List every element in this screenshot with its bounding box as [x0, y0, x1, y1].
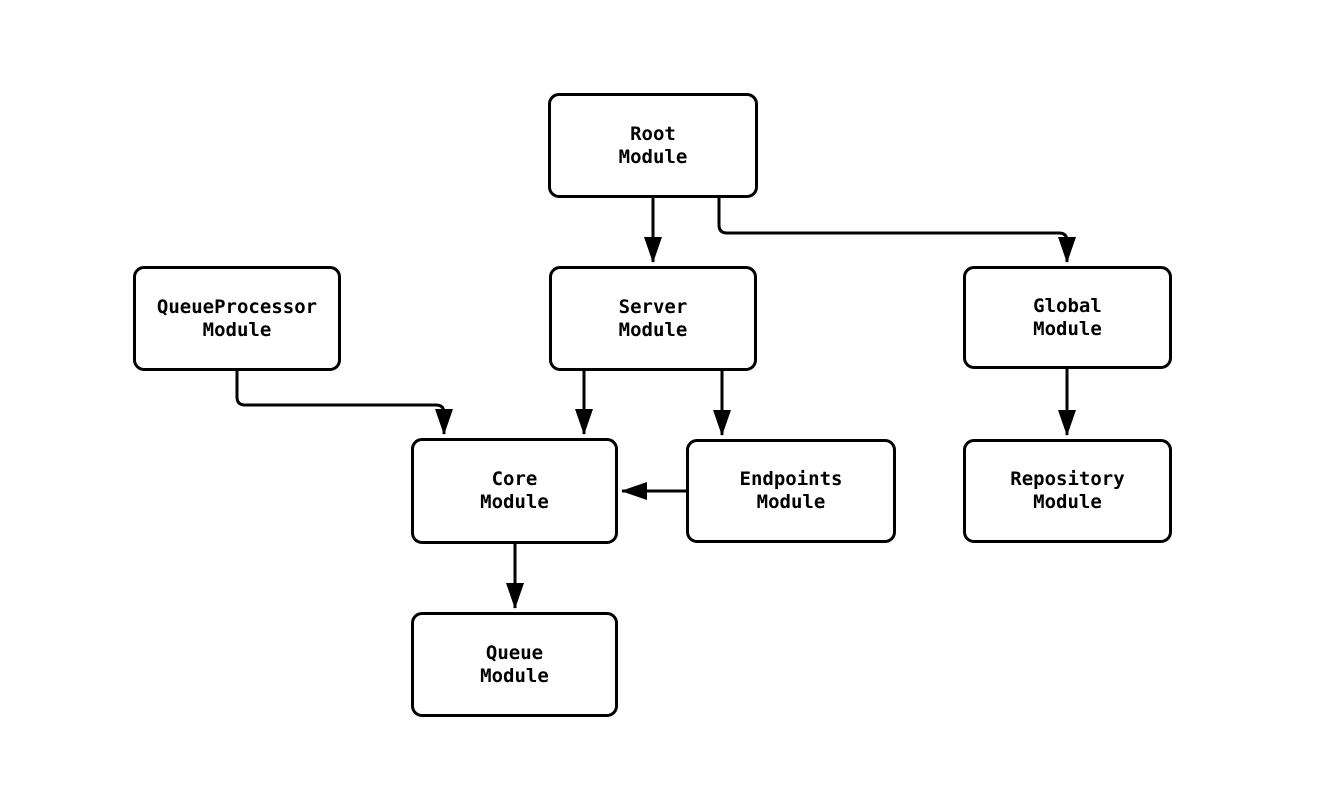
node-global-module-label: Global Module — [1033, 294, 1102, 340]
edge-root-to-global — [717, 198, 1076, 263]
edge-queueprocessor-to-core — [235, 371, 453, 435]
node-global-module: Global Module — [963, 266, 1172, 369]
node-endpoints-module-label: Endpoints Module — [739, 468, 843, 513]
node-core-module-label: Core Module — [480, 468, 549, 513]
node-server-module: Server Module — [549, 266, 757, 371]
node-core-module: Core Module — [411, 438, 618, 544]
node-queue-module-label: Queue Module — [480, 641, 549, 687]
node-root-module: Root Module — [548, 93, 758, 198]
node-server-module-label: Server Module — [618, 295, 688, 341]
node-root-module-label: Root Module — [618, 122, 688, 168]
node-queueprocessor-module: QueueProcessor Module — [133, 266, 341, 371]
node-repository-module: Repository Module — [963, 439, 1172, 543]
node-queueprocessor-module-label: QueueProcessor Module — [156, 295, 318, 341]
node-queue-module: Queue Module — [411, 612, 618, 717]
node-repository-module-label: Repository Module — [1010, 468, 1125, 513]
node-endpoints-module: Endpoints Module — [686, 439, 896, 543]
